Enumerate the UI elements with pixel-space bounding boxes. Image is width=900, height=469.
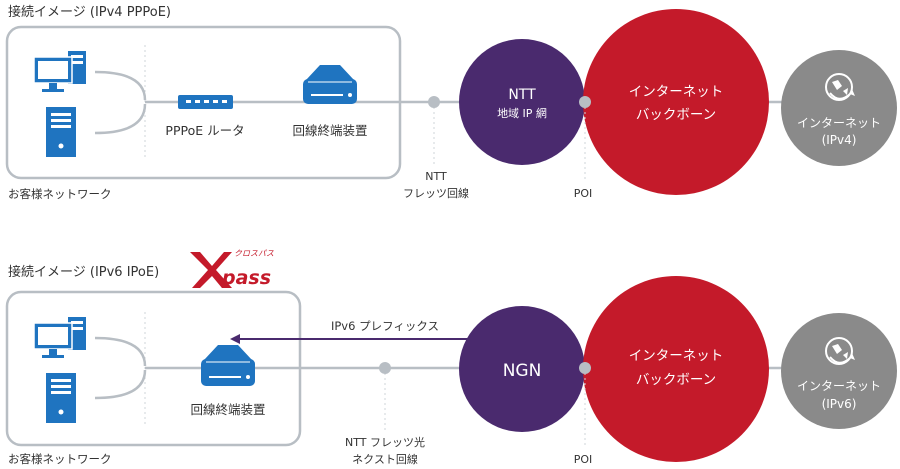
ntt-label-2: 地域 IP 網: [497, 106, 547, 120]
monitor-icon: [33, 317, 86, 358]
server-tower-icon: [46, 107, 76, 157]
ipv6-line-junction: [379, 362, 391, 374]
ipv4-customer-network-label: お客様ネットワーク: [8, 187, 112, 201]
ipv6-internet-backbone: [583, 276, 769, 462]
ipv6-poi-junction: [579, 362, 591, 374]
internet-ipv4-label-1: インターネット: [797, 116, 881, 130]
globe-arrow-icon: [825, 73, 855, 101]
ipv4-wire-monitor: [94, 70, 147, 101]
router-label: PPPoE ルータ: [165, 123, 244, 138]
ipv4-onu-label: 回線終端装置: [292, 123, 367, 138]
ipv6-title: 接続イメージ (IPv6 IPoE): [8, 264, 159, 280]
ipv6-backbone-label-2: バックボーン: [636, 372, 716, 388]
xpass-logo-text: pass: [221, 267, 271, 289]
ntt-label-1: NTT: [508, 87, 536, 103]
ipv4-poi-junction: [579, 96, 591, 108]
xpass-logo: クロスパス pass: [190, 249, 274, 289]
ipv6-poi-label: POI: [574, 453, 593, 466]
onu-icon: [303, 65, 357, 104]
ipv6-onu-label: 回線終端装置: [190, 402, 265, 417]
internet-ipv4: [781, 50, 897, 166]
monitor-icon: [33, 51, 86, 92]
xpass-logo-top: クロスパス: [234, 249, 274, 258]
ipv6-prefix-label: IPv6 プレフィックス: [331, 319, 439, 333]
server-tower-icon: [46, 373, 76, 423]
internet-ipv4-label-2: (IPv4): [822, 133, 857, 147]
ipv4-backbone-label-2: バックボーン: [636, 107, 716, 123]
ipv4-line-junction: [428, 96, 440, 108]
globe-arrow-icon: [825, 337, 855, 365]
ipv4-title: 接続イメージ (IPv4 PPPoE): [8, 4, 171, 20]
ipv6-line-label-2: ネクスト回線: [352, 452, 418, 466]
onu-icon: [201, 345, 255, 386]
internet-ipv6-label-2: (IPv6): [822, 397, 857, 411]
ipv6-backbone-label-1: インターネット: [629, 348, 724, 364]
router-icon: [178, 95, 233, 109]
ipv4-line-label-2: フレッツ回線: [403, 186, 469, 200]
ipv6-section: 接続イメージ (IPv6 IPoE) クロスパス pass: [5, 249, 897, 466]
ipv4-backbone-label-1: インターネット: [629, 84, 724, 100]
ipv6-wire-monitor: [94, 336, 147, 367]
ipv6-wire-server: [94, 369, 147, 400]
internet-ipv6: [781, 313, 897, 429]
ipv4-line-label-1: NTT: [425, 170, 447, 183]
internet-ipv6-label-1: インターネット: [797, 379, 881, 393]
ipv4-poi-label: POI: [574, 187, 593, 200]
ntt-regional-network: [459, 39, 585, 165]
ipv4-section: 接続イメージ (IPv4 PPPoE): [5, 4, 897, 201]
ngn-label: NGN: [503, 361, 542, 381]
ngn-network: [459, 306, 585, 432]
ipv4-internet-backbone: [583, 9, 769, 195]
ipv4-wire-server: [94, 103, 147, 135]
ipv6-line-label-1: NTT フレッツ光: [345, 435, 425, 449]
ipv6-customer-network-label: お客様ネットワーク: [8, 452, 112, 466]
